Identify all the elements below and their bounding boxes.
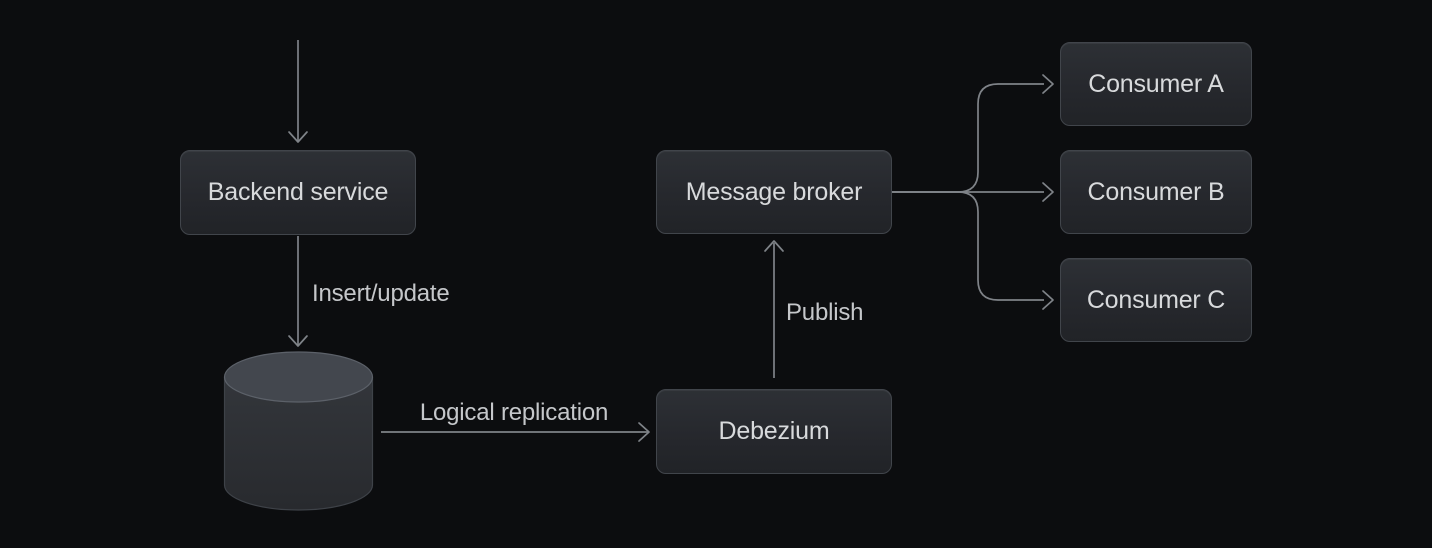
arrowhead-up-icon xyxy=(764,240,784,252)
arrow-broker-to-consumer-a xyxy=(892,74,1054,193)
arrowhead-right-icon xyxy=(1042,182,1054,202)
arrow-broker-to-consumer-c xyxy=(892,191,1054,310)
arrow-broker-to-consumer-b xyxy=(892,182,1054,202)
arrowhead-down-icon xyxy=(288,131,308,143)
node-consumer-b-label: Consumer B xyxy=(1087,177,1225,206)
node-backend-service: Backend service xyxy=(180,150,416,235)
database-cylinder-icon xyxy=(223,351,374,511)
node-debezium-label: Debezium xyxy=(718,417,830,445)
arrow-backend-to-database xyxy=(288,236,308,347)
node-message-broker-label: Message broker xyxy=(685,177,863,206)
node-consumer-c: Consumer C xyxy=(1060,258,1252,342)
node-backend-service-label: Backend service xyxy=(207,178,389,206)
node-consumer-a-label: Consumer A xyxy=(1088,69,1224,98)
arrowhead-right-icon xyxy=(1042,290,1054,310)
edge-label-logical-replication: Logical replication xyxy=(419,399,609,426)
edge-label-publish: Publish xyxy=(786,299,864,326)
node-consumer-b: Consumer B xyxy=(1060,150,1252,234)
arrowhead-down-icon xyxy=(288,335,308,347)
node-message-broker: Message broker xyxy=(656,150,892,234)
arrow-debezium-to-broker xyxy=(764,240,784,378)
edge-label-insert-update: Insert/update xyxy=(312,280,450,307)
arrow-into-backend xyxy=(288,40,308,143)
arrowhead-right-icon xyxy=(1042,74,1054,94)
node-debezium: Debezium xyxy=(656,389,892,474)
node-consumer-a: Consumer A xyxy=(1060,42,1252,126)
node-consumer-c-label: Consumer C xyxy=(1086,285,1226,314)
